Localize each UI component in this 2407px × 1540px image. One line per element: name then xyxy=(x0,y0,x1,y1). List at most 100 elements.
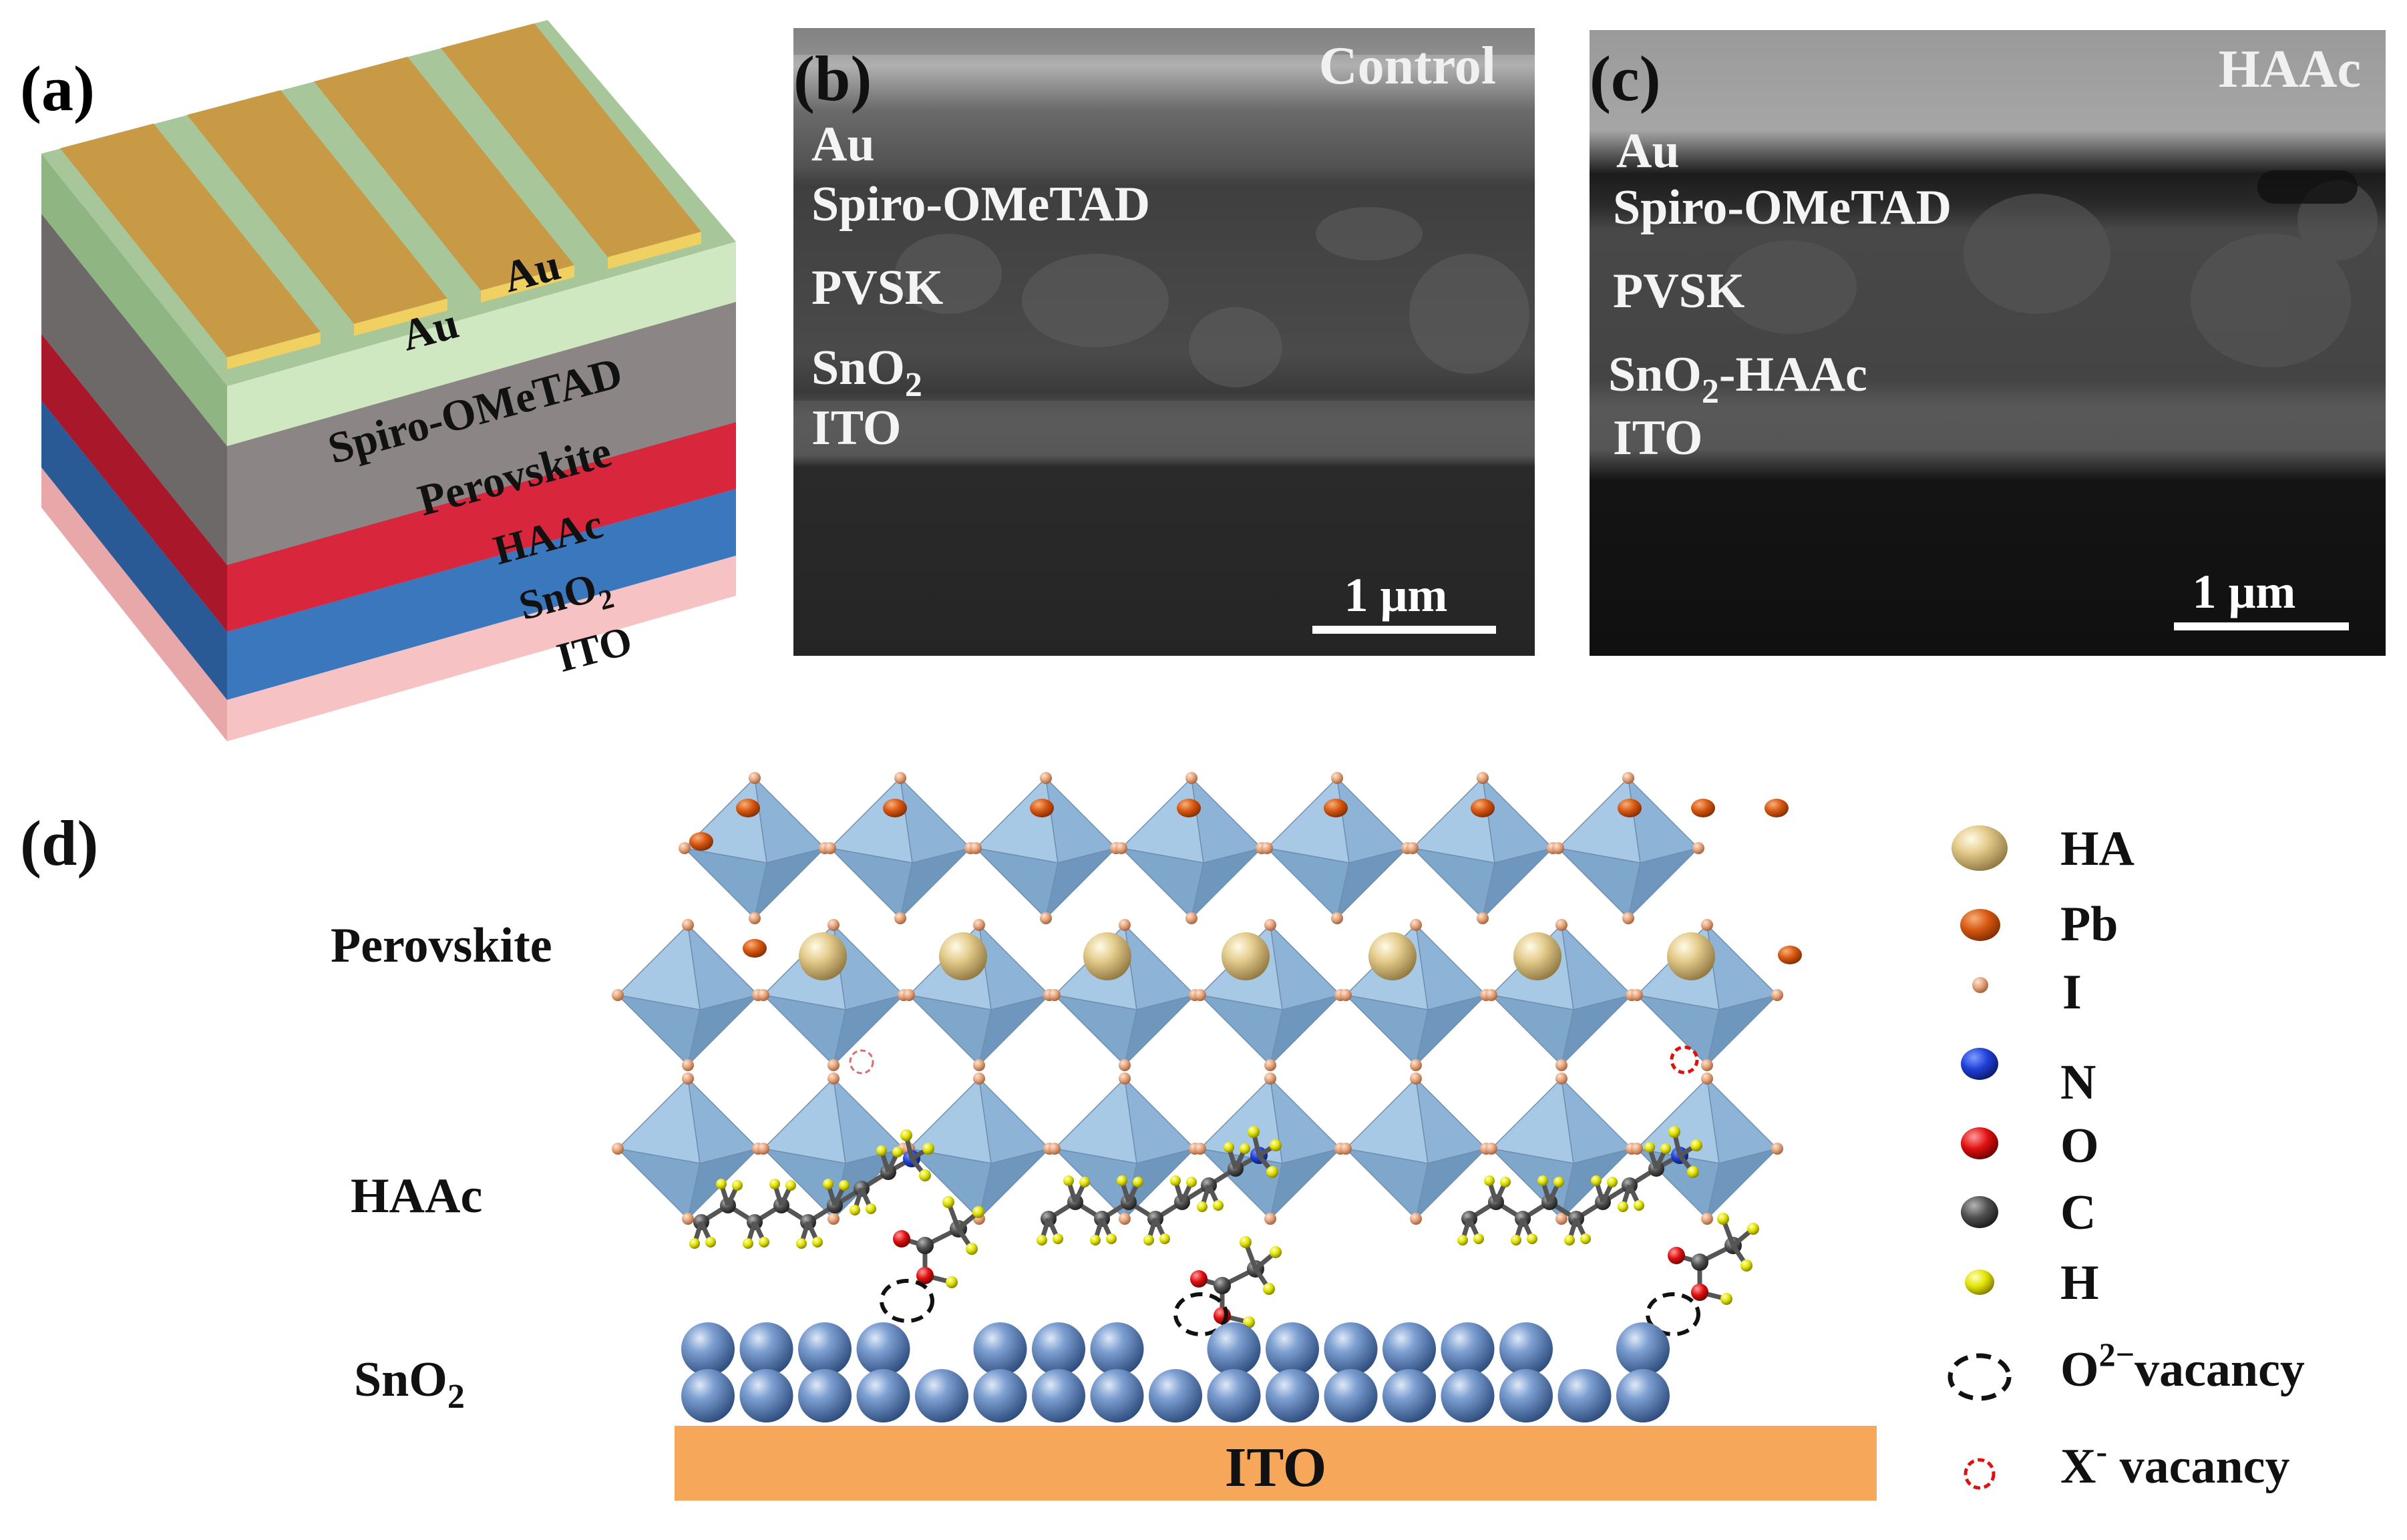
i-atom-icon xyxy=(1972,977,1988,993)
iodide-atom xyxy=(1194,1143,1206,1155)
sno2-sphere xyxy=(856,1369,910,1422)
octahedron-face xyxy=(1269,1147,1342,1221)
hydrogen-atom xyxy=(1457,1235,1468,1245)
ha-cation xyxy=(939,932,987,980)
legend-x-vacancy: X- vacancy xyxy=(1964,1432,2289,1494)
sno2-sphere xyxy=(1207,1322,1261,1376)
hydrogen-atom xyxy=(705,1237,716,1247)
iodide-atom xyxy=(1622,772,1634,784)
sno2-spheres xyxy=(681,1322,1670,1422)
hydrogen-atom xyxy=(1063,1175,1074,1186)
hydrogen-atom xyxy=(900,1129,912,1141)
sem-b-au-label: Au xyxy=(811,117,875,172)
hydrogen-atom xyxy=(1644,1142,1655,1153)
sno2-sphere xyxy=(1441,1322,1495,1376)
octahedron-face xyxy=(1190,776,1263,863)
hydrogen-atom xyxy=(1106,1233,1117,1244)
panel-a-label: (a) xyxy=(20,53,95,124)
iodide-atom xyxy=(1555,1059,1567,1071)
sem-grain-texture xyxy=(895,207,1529,387)
octahedron-face xyxy=(687,923,759,1010)
iodide-atom xyxy=(1331,912,1343,924)
n-atom-icon xyxy=(1961,1048,1998,1080)
iodide-atom xyxy=(682,919,694,931)
hydrogen-atom xyxy=(942,1196,954,1208)
sno2-sphere xyxy=(1032,1369,1085,1422)
oxygen-atom xyxy=(1190,1270,1208,1288)
octahedron-face xyxy=(1560,923,1633,1010)
lead-atom xyxy=(1324,799,1348,817)
iodide-atom xyxy=(1185,912,1197,924)
x-vacancy-site xyxy=(1670,1045,1699,1075)
iodide-atom xyxy=(1264,1073,1276,1085)
iodide-atom xyxy=(1631,1143,1643,1155)
octahedron-face xyxy=(1045,776,1117,863)
octahedron-face xyxy=(1269,994,1342,1067)
hydrogen-atom xyxy=(1270,1139,1282,1151)
sem-c-sno2-label: SnO2-HAAc xyxy=(1608,347,1867,411)
hydrogen-atom xyxy=(946,1276,958,1288)
sno2-sphere xyxy=(681,1322,735,1376)
iodide-atom xyxy=(1701,1059,1713,1071)
iodide-atom xyxy=(973,919,985,931)
iodide-atom xyxy=(1264,1213,1276,1225)
octahedron-face xyxy=(687,994,760,1067)
sno2-sphere xyxy=(1324,1369,1378,1422)
sno2-sphere xyxy=(1382,1322,1436,1376)
haac-molecules xyxy=(689,1126,1759,1336)
sno2-sphere xyxy=(1499,1322,1553,1376)
hydrogen-atom xyxy=(1591,1175,1602,1186)
ha-cation xyxy=(799,932,847,980)
hydrogen-atom xyxy=(1037,1235,1047,1245)
iodide-atom xyxy=(1119,1059,1131,1071)
iodide-atom xyxy=(1701,1213,1713,1225)
hydrogen-atom xyxy=(866,1203,876,1214)
octahedron-face xyxy=(978,1147,1051,1221)
iodide-atom xyxy=(679,842,691,854)
hydrogen-atom xyxy=(966,1243,978,1255)
legend-o-vacancy: O2−vacancy xyxy=(1948,1336,2305,1401)
oxygen-atom xyxy=(1691,1284,1708,1301)
hydrogen-atom xyxy=(1660,1143,1671,1154)
lead-atom xyxy=(1691,799,1715,817)
hydrogen-atom xyxy=(1500,1177,1511,1187)
legend-n-label: N xyxy=(2060,1055,2096,1110)
sem-c-scalebar-label: 1 μm xyxy=(2193,565,2296,618)
ha-cation xyxy=(1368,932,1417,980)
ha-sphere-icon xyxy=(1952,825,2008,871)
hydrogen-atom xyxy=(1266,1166,1278,1178)
hydrogen-atom xyxy=(922,1143,934,1155)
iodide-atom xyxy=(612,1143,624,1155)
iodide-atom xyxy=(1119,919,1131,931)
sno2-sphere xyxy=(1090,1369,1144,1422)
iodide-atom xyxy=(757,989,769,1001)
iodide-atom xyxy=(1119,1213,1131,1225)
iodide-atom xyxy=(1555,1073,1567,1085)
x-vacancy-icon xyxy=(1964,1458,1996,1490)
iodide-atom xyxy=(1552,842,1564,854)
octahedron-face xyxy=(1045,847,1118,920)
sno2-sphere xyxy=(1324,1322,1378,1376)
hydrogen-atom xyxy=(1687,1166,1699,1178)
iodide-atom xyxy=(1555,1213,1567,1225)
iodide-atom xyxy=(973,1073,985,1085)
legend-o-label: O xyxy=(2060,1119,2099,1173)
hydrogen-atom xyxy=(892,1147,903,1157)
ha-cation xyxy=(1513,932,1561,980)
hydrogen-atom xyxy=(1484,1175,1495,1186)
iodide-atom xyxy=(1040,912,1052,924)
iodide-atom xyxy=(749,912,761,924)
hydrogen-atom xyxy=(1133,1177,1143,1187)
h-atom-icon xyxy=(1965,1270,1994,1295)
lead-atom xyxy=(1618,799,1642,817)
octahedron-face xyxy=(1123,1147,1197,1221)
lead-atom xyxy=(743,939,767,958)
hydrogen-atom xyxy=(1117,1175,1127,1186)
hydrogen-atom xyxy=(1607,1177,1618,1187)
octahedron-face xyxy=(1269,923,1342,1010)
sem-b-ito-label: ITO xyxy=(811,401,901,455)
iodide-atom xyxy=(1119,1073,1131,1085)
octahedron-face xyxy=(687,1077,759,1164)
lead-atom xyxy=(1471,799,1495,817)
